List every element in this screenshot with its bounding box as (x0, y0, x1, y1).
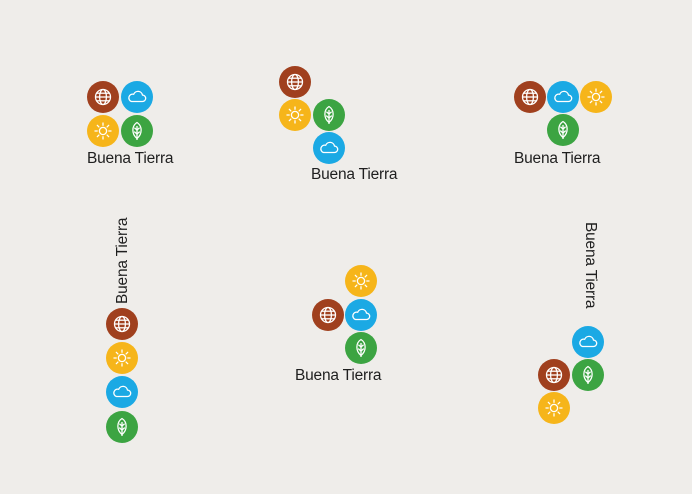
brand-wordmark: Buena Tierra (514, 150, 601, 167)
sun-icon (87, 115, 119, 147)
leaf-icon (572, 359, 604, 391)
globe-icon (312, 299, 344, 331)
sun-icon (538, 392, 570, 424)
brand-wordmark: Buena Tierra (311, 166, 398, 183)
cloud-icon (547, 81, 579, 113)
sun-icon (279, 99, 311, 131)
sun-icon (345, 265, 377, 297)
leaf-icon (121, 115, 153, 147)
globe-icon (279, 66, 311, 98)
brand-wordmark: Buena Tierra (87, 150, 174, 167)
sun-icon (106, 342, 138, 374)
leaf-icon (547, 114, 579, 146)
brand-wordmark: Buena Tierra (114, 217, 131, 304)
cloud-icon (106, 376, 138, 408)
globe-icon (514, 81, 546, 113)
cloud-icon (572, 326, 604, 358)
cloud-icon (345, 299, 377, 331)
globe-icon (538, 359, 570, 391)
brand-wordmark: Buena Tierra (582, 222, 599, 309)
leaf-icon (313, 99, 345, 131)
cloud-icon (313, 132, 345, 164)
cloud-icon (121, 81, 153, 113)
sun-icon (580, 81, 612, 113)
leaf-icon (345, 332, 377, 364)
leaf-icon (106, 411, 138, 443)
globe-icon (106, 308, 138, 340)
brand-wordmark: Buena Tierra (295, 367, 382, 384)
globe-icon (87, 81, 119, 113)
